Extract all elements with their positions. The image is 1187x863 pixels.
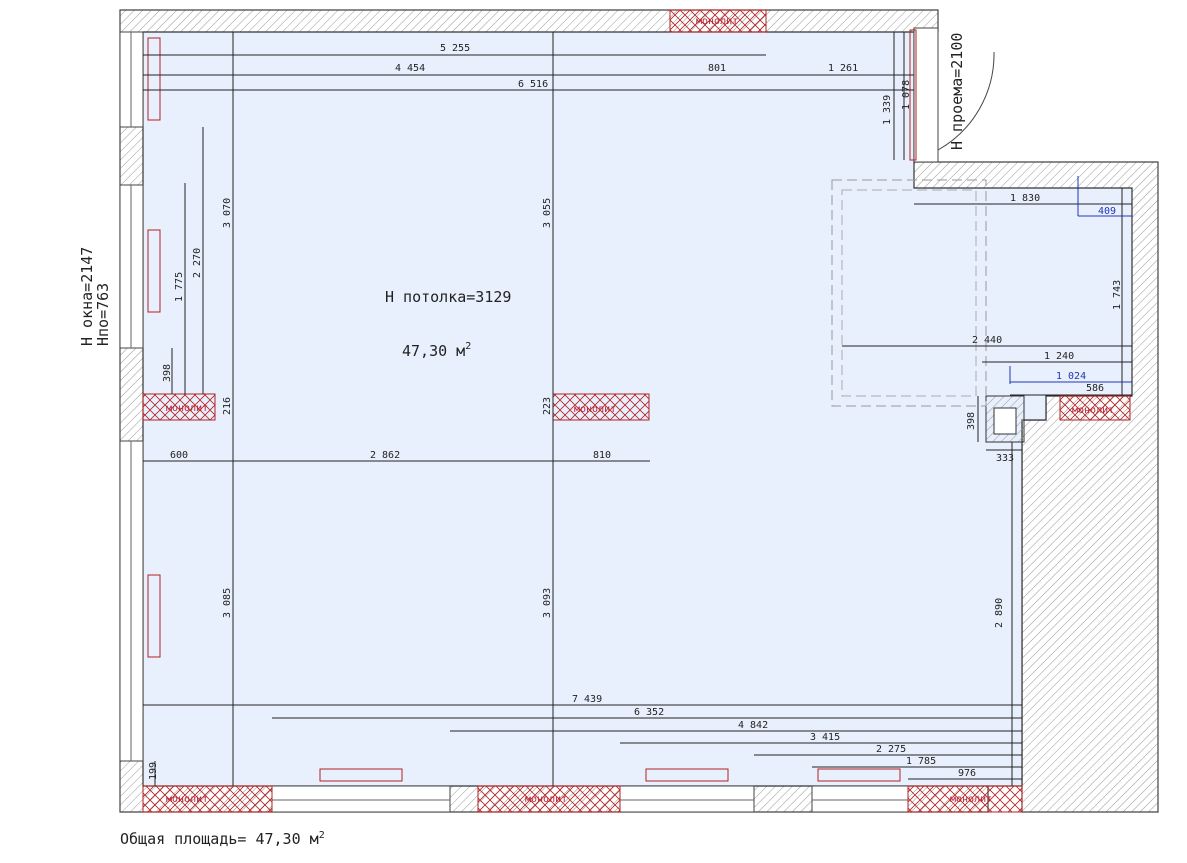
dim-label: 1 240 <box>1044 351 1074 362</box>
dim-label: 4 454 <box>395 63 425 74</box>
door-swing <box>937 40 995 151</box>
dim-label: 6 516 <box>518 79 548 90</box>
dim-label: 199 <box>148 762 159 780</box>
dim-label: 3 093 <box>542 588 553 618</box>
dimension-lines <box>143 32 1132 786</box>
dim-label: 1 024 <box>1056 371 1086 382</box>
monolith-label: монолит <box>166 403 208 414</box>
window-height-label: H окна=2147 <box>78 247 96 346</box>
dim-label: 1 743 <box>1112 280 1123 310</box>
radiators <box>147 37 901 782</box>
ceiling-height-label: H потолка=3129 <box>385 288 511 306</box>
dashed-zone <box>831 179 987 407</box>
dim-label: 7 439 <box>572 694 602 705</box>
dim-label: 2 275 <box>876 744 906 755</box>
dim-label: 586 <box>1086 383 1104 394</box>
room-area-label: 47,30 м2 <box>402 341 471 360</box>
dim-label: 216 <box>222 397 233 415</box>
dim-label: 409 <box>1098 206 1116 217</box>
monolith-label: монолит <box>166 794 208 805</box>
monolith-label: монолит <box>525 794 567 805</box>
dim-label: 3 070 <box>222 198 233 228</box>
dim-label: 1 775 <box>174 272 185 302</box>
dim-label: 2 862 <box>370 450 400 461</box>
dim-label: 1 078 <box>901 80 912 110</box>
monolith-label: монолит <box>950 794 992 805</box>
dim-label: 3 415 <box>810 732 840 743</box>
dim-label: 1 785 <box>906 756 936 767</box>
dim-label: 5 255 <box>440 43 470 54</box>
dim-label: 333 <box>996 453 1014 464</box>
dimension-lines-blue <box>1009 176 1132 384</box>
window-bottom-1 <box>271 785 451 813</box>
window-sill-label: Hпо=763 <box>94 283 112 346</box>
dim-label: 3 055 <box>542 198 553 228</box>
dim-label: 600 <box>170 450 188 461</box>
monolith-blocks <box>142 9 1131 813</box>
dim-label: 2 440 <box>972 335 1002 346</box>
dim-label: 1 830 <box>1010 193 1040 204</box>
monolith-label: монолит <box>574 404 616 415</box>
dim-label: 810 <box>593 450 611 461</box>
dim-label: 1 339 <box>882 95 893 125</box>
dim-label: 801 <box>708 63 726 74</box>
dim-label: 398 <box>162 364 173 382</box>
window-bottom-3 <box>811 785 909 813</box>
total-area-caption: Общая площадь= 47,30 м2 <box>120 830 325 848</box>
dim-label: 976 <box>958 768 976 779</box>
dim-label: 3 085 <box>222 588 233 618</box>
dim-label: 2 270 <box>192 248 203 278</box>
column-core <box>993 407 1017 435</box>
dim-label: 4 842 <box>738 720 768 731</box>
door-height-label: H проема=2100 <box>948 33 966 150</box>
monolith-label: монолит <box>696 16 738 27</box>
window-bottom-2 <box>619 785 755 813</box>
monolith-label: монолит <box>1072 405 1114 416</box>
dim-label: 398 <box>966 412 977 430</box>
dim-label: 2 890 <box>994 598 1005 628</box>
dim-label: 223 <box>542 397 553 415</box>
door-opening <box>913 27 939 163</box>
dim-label: 1 261 <box>828 63 858 74</box>
dim-label: 6 352 <box>634 707 664 718</box>
